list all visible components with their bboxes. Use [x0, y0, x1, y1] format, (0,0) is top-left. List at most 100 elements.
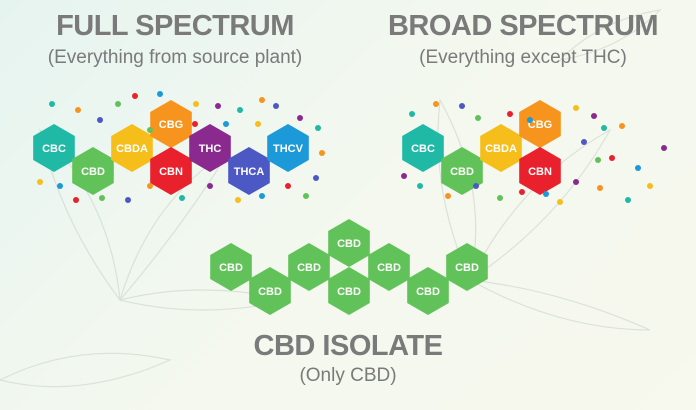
hex-label: CBC [411, 143, 435, 155]
hex-label: CBD [337, 238, 361, 250]
hex-label: CBD [258, 286, 282, 298]
full-hex-cbd: CBD [72, 147, 114, 195]
molecule-dot [192, 121, 198, 127]
hex-label: CBN [159, 166, 183, 178]
molecule-dot [75, 107, 81, 113]
hex-label: THCV [273, 143, 304, 155]
isolate-hex-cbd: CBD [328, 267, 370, 315]
molecule-dot [475, 115, 481, 121]
molecule-dot [147, 127, 153, 133]
molecule-dot [433, 101, 439, 107]
molecule-dot [625, 197, 631, 203]
molecule-dot [193, 101, 199, 107]
full-hex-thcv: THCV [267, 124, 309, 172]
molecule-dot [573, 179, 579, 185]
molecule-dot [609, 155, 615, 161]
molecule-dot [661, 145, 667, 151]
hex-label: CBD [377, 262, 401, 274]
molecule-dot [215, 103, 221, 109]
broad-hex-cbc: CBC [402, 124, 444, 172]
hex-label: CBD [450, 166, 474, 178]
isolate-hex-cbd: CBD [446, 243, 488, 291]
molecule-dot [315, 125, 321, 131]
molecule-dot [157, 91, 163, 97]
molecule-dot [409, 111, 415, 117]
hex-label: CBD [337, 286, 361, 298]
molecule-dot [297, 115, 303, 121]
hex-label: CBD [416, 286, 440, 298]
molecule-dot [37, 179, 43, 185]
hex-label: CBDA [485, 143, 517, 155]
molecule-dot [237, 107, 243, 113]
molecule-dot [179, 195, 185, 201]
hex-label: CBG [159, 119, 183, 131]
broad-hex-cbn: CBN [519, 147, 561, 195]
molecule-dot [601, 125, 607, 131]
molecule-dot [115, 101, 121, 107]
broad-hex-cbg: CBG [519, 100, 561, 148]
molecule-dot [519, 189, 525, 195]
molecule-dot [597, 185, 603, 191]
molecule-dot [445, 193, 451, 199]
molecule-dot [97, 117, 103, 123]
molecule-dot [125, 197, 131, 203]
molecule-dot [223, 121, 229, 127]
hex-label: THC [199, 143, 222, 155]
cbd-isolate-hex-cluster: CBD CBD CBD CBD CBD CBD CBD CBD [210, 219, 488, 315]
molecule-dot [573, 105, 579, 111]
molecule-dot [543, 191, 549, 197]
hex-label: CBD [81, 166, 105, 178]
molecule-dot [417, 183, 423, 189]
full-hex-thc: THC [189, 124, 231, 172]
isolate-hex-cbd: CBD [368, 243, 410, 291]
molecule-dot [527, 117, 533, 123]
molecule-dot [73, 197, 79, 203]
broad-hex-cbda: CBDA [480, 124, 522, 172]
molecule-dot [273, 103, 279, 109]
hex-label: THCA [234, 166, 265, 178]
hex-label: CBC [42, 143, 66, 155]
hex-label: CBDA [116, 143, 148, 155]
molecule-dot [285, 183, 291, 189]
isolate-hex-cbd: CBD [328, 219, 370, 267]
full-spectrum-hex-cluster: CBC CBD CBDA CBG CBN THC THCA THCV [33, 100, 309, 195]
molecule-dot [507, 111, 513, 117]
molecule-dot [132, 93, 138, 99]
hex-label: CBD [297, 262, 321, 274]
molecule-dot [619, 123, 625, 129]
molecule-dot [147, 183, 153, 189]
full-hex-cbc: CBC [33, 124, 75, 172]
molecule-dot [259, 97, 265, 103]
molecule-dot [581, 139, 587, 145]
hex-label: CBN [528, 166, 552, 178]
molecule-dot [57, 183, 63, 189]
molecule-dot [207, 183, 213, 189]
full-hex-cbda: CBDA [111, 124, 153, 172]
molecule-dot [401, 173, 407, 179]
isolate-hex-cbd: CBD [210, 243, 252, 291]
molecule-dot [49, 101, 55, 107]
molecule-dot [313, 175, 319, 181]
molecule-dot [99, 195, 105, 201]
full-hex-cbg: CBG [150, 100, 192, 148]
molecule-dot [459, 103, 465, 109]
isolate-hex-cbd: CBD [249, 267, 291, 315]
molecule-dot [557, 199, 563, 205]
molecule-dot [591, 113, 597, 119]
hex-label: CBD [219, 262, 243, 274]
full-hex-cbn: CBN [150, 147, 192, 195]
full-hex-thca: THCA [228, 147, 270, 195]
molecule-dot [303, 193, 309, 199]
isolate-hex-cbd: CBD [288, 243, 330, 291]
molecule-dot [595, 157, 601, 163]
molecule-dot [259, 193, 265, 199]
molecule-dot [647, 183, 653, 189]
molecule-dot [497, 195, 503, 201]
molecule-dot [635, 165, 641, 171]
molecule-dot [255, 121, 261, 127]
molecule-dot [473, 183, 479, 189]
hex-label: CBD [455, 262, 479, 274]
